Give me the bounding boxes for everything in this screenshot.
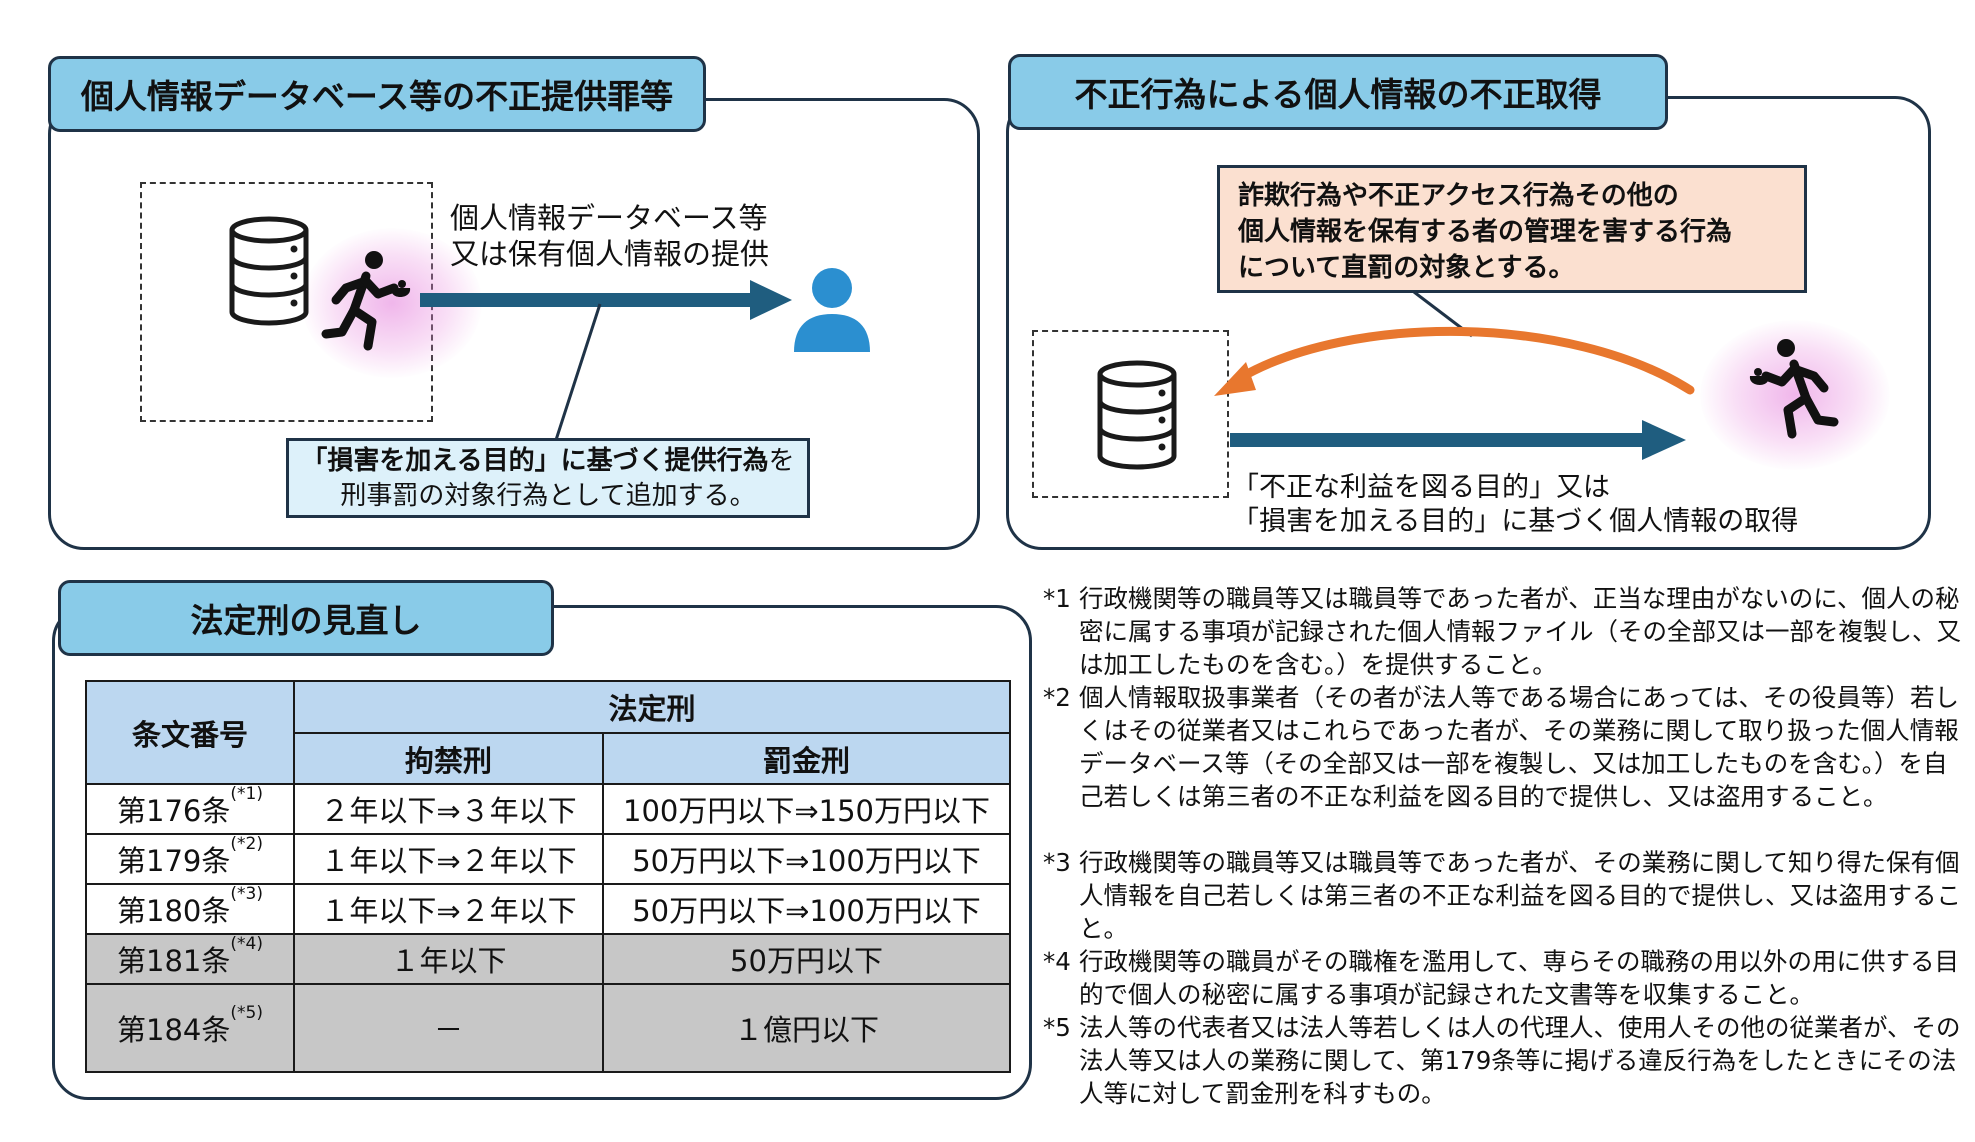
footnote-mark: *2 xyxy=(1043,683,1071,712)
panel2-callout: 詐欺行為や不正アクセス行為その他の 個人情報を保有する者の管理を害する行為 につ… xyxy=(1217,165,1807,293)
thief-running-icon xyxy=(321,251,411,351)
panel1-arrow-label-2: 又は保有個人情報の提供 xyxy=(450,237,770,271)
panel2-callout-line2: 個人情報を保有する者の管理を害する行為 xyxy=(1238,217,1733,247)
person-icon xyxy=(794,268,870,352)
panel2-database-box xyxy=(1032,330,1229,498)
database-icon xyxy=(1097,360,1177,470)
table-row: 第179条(*2) １年以下⇒２年以下 50万円以下⇒100万円以下 xyxy=(85,833,1012,885)
table-cell-prison: １年以下⇒２年以下 xyxy=(293,833,604,885)
table-cell-prison: － xyxy=(293,983,604,1073)
article-number: 第179条 xyxy=(117,844,231,878)
panel2-arrow xyxy=(1230,420,1686,460)
panel1-title: 個人情報データベース等の不正提供罪等 xyxy=(48,56,706,132)
table-cell-article: 第179条(*2) xyxy=(85,833,295,885)
article-number: 第176条 xyxy=(117,794,231,828)
footnote-mark: *5 xyxy=(1043,1013,1071,1042)
table-header-prison: 拘禁刑 xyxy=(293,732,604,785)
table-row: 第184条(*5) － １億円以下 xyxy=(85,983,1012,1073)
panel1-callout-bold: 「損害を加える目的」に基づく提供行為 xyxy=(301,446,769,476)
article-number: 第180条 xyxy=(117,894,231,928)
footnote-text: 行政機関等の職員等又は職員等であった者が、正当な理由がないのに、個人の秘密に属す… xyxy=(1079,584,1961,679)
panel2-callout-line3: について直罰の対象とする。 xyxy=(1238,253,1575,283)
footnote-1: *1 行政機関等の職員等又は職員等であった者が、正当な理由がないのに、個人の秘密… xyxy=(1043,582,1968,681)
footnote-text: 行政機関等の職員がその職権を濫用して、専らその職務の用以外の用に供する目的で個人… xyxy=(1079,947,1960,1009)
footnote-2: *2 個人情報取扱事業者（その者が法人等である場合にあっては、その役員等）若しく… xyxy=(1043,681,1968,813)
table-cell-prison: ２年以下⇒３年以下 xyxy=(293,783,604,835)
footnote-ref: (*4) xyxy=(230,934,263,954)
article-number: 第184条 xyxy=(117,1013,231,1047)
table-cell-fine: 50万円以下⇒100万円以下 xyxy=(601,833,1012,885)
table-cell-article: 第180条(*3) xyxy=(85,883,295,935)
table-row: 第176条(*1) ２年以下⇒３年以下 100万円以下⇒150万円以下 xyxy=(85,783,1012,835)
table-cell-article: 第184条(*5) xyxy=(85,983,295,1073)
penalty-table: 条文番号 法定刑 拘禁刑 罰金刑 第176条(*1) ２年以下⇒３年以下 100… xyxy=(85,680,1012,1073)
table-cell-prison: １年以下⇒２年以下 xyxy=(293,883,604,935)
panel3-title-text: 法定刑の見直し xyxy=(190,601,422,640)
panel2-title: 不正行為による個人情報の不正取得 xyxy=(1008,54,1668,130)
footnote-mark: *4 xyxy=(1043,947,1071,976)
panel1-callout: 「損害を加える目的」に基づく提供行為を 刑事罰の対象行為として追加する。 xyxy=(286,438,810,518)
database-icon xyxy=(229,216,309,326)
article-number: 第181条 xyxy=(117,944,231,978)
table-cell-fine: 50万円以下⇒100万円以下 xyxy=(601,883,1012,935)
panel3-title: 法定刑の見直し xyxy=(58,580,554,656)
table-cell-fine: 50万円以下 xyxy=(601,933,1012,985)
table-cell-article: 第181条(*4) xyxy=(85,933,295,985)
panel1-callout-rest: を xyxy=(768,446,795,476)
panel2-arrow-label-2: 「損害を加える目的」に基づく個人情報の取得 xyxy=(1232,506,1799,537)
table-cell-prison: １年以下 xyxy=(293,933,604,985)
table-cell-article: 第176条(*1) xyxy=(85,783,295,835)
footnote-4: *4 行政機関等の職員がその職権を濫用して、専らその職務の用以外の用に供する目的… xyxy=(1043,945,1968,1011)
table-row: 第180条(*3) １年以下⇒２年以下 50万円以下⇒100万円以下 xyxy=(85,883,1012,935)
footnote-mark: *1 xyxy=(1043,584,1071,613)
table-header-fine: 罰金刑 xyxy=(601,732,1012,785)
footnote-ref: (*3) xyxy=(230,884,263,904)
panel1-pointer-line xyxy=(554,303,602,441)
panel2-orange-arc-arrow xyxy=(1214,326,1695,396)
table-header-article: 条文番号 xyxy=(85,680,295,785)
panel2-title-text: 不正行為による個人情報の不正取得 xyxy=(1074,75,1602,114)
footnote-ref: (*1) xyxy=(230,784,263,804)
footnote-5: *5 法人等の代表者又は法人等若しくは人の代理人、使用人その他の従業者が、その法… xyxy=(1043,1011,1968,1110)
table-cell-fine: 100万円以下⇒150万円以下 xyxy=(601,783,1012,835)
panel2-callout-line1: 詐欺行為や不正アクセス行為その他の xyxy=(1238,181,1679,211)
table-header-penalty: 法定刑 xyxy=(292,680,1012,734)
footnote-3: *3 行政機関等の職員等又は職員等であった者が、その業務に関して知り得た保有個人… xyxy=(1043,846,1968,945)
footnote-mark: *3 xyxy=(1043,848,1071,877)
panel1-arrow xyxy=(420,280,792,320)
table-cell-fine: １億円以下 xyxy=(601,983,1012,1073)
footnote-ref: (*2) xyxy=(230,834,263,854)
footnote-text: 法人等の代表者又は法人等若しくは人の代理人、使用人その他の従業者が、その法人等又… xyxy=(1079,1013,1961,1108)
footnote-text: 個人情報取扱事業者（その者が法人等である場合にあっては、その役員等）若しくはその… xyxy=(1079,683,1960,811)
panel2-thief-glow xyxy=(1700,320,1890,470)
panel1-title-text: 個人情報データベース等の不正提供罪等 xyxy=(80,77,674,116)
table-row: 第181条(*4) １年以下 50万円以下 xyxy=(85,933,1012,985)
thief-running-icon xyxy=(1749,339,1839,439)
panel2-arrow-label-1: 「不正な利益を図る目的」又は xyxy=(1232,472,1610,503)
panel1-callout-line2: 刑事罰の対象行為として追加する。 xyxy=(340,481,756,511)
footnote-text: 行政機関等の職員等又は職員等であった者が、その業務に関して知り得た保有個人情報を… xyxy=(1079,848,1961,943)
panel1-arrow-label-1: 個人情報データベース等 xyxy=(450,201,768,235)
footnote-ref: (*5) xyxy=(230,1003,263,1023)
